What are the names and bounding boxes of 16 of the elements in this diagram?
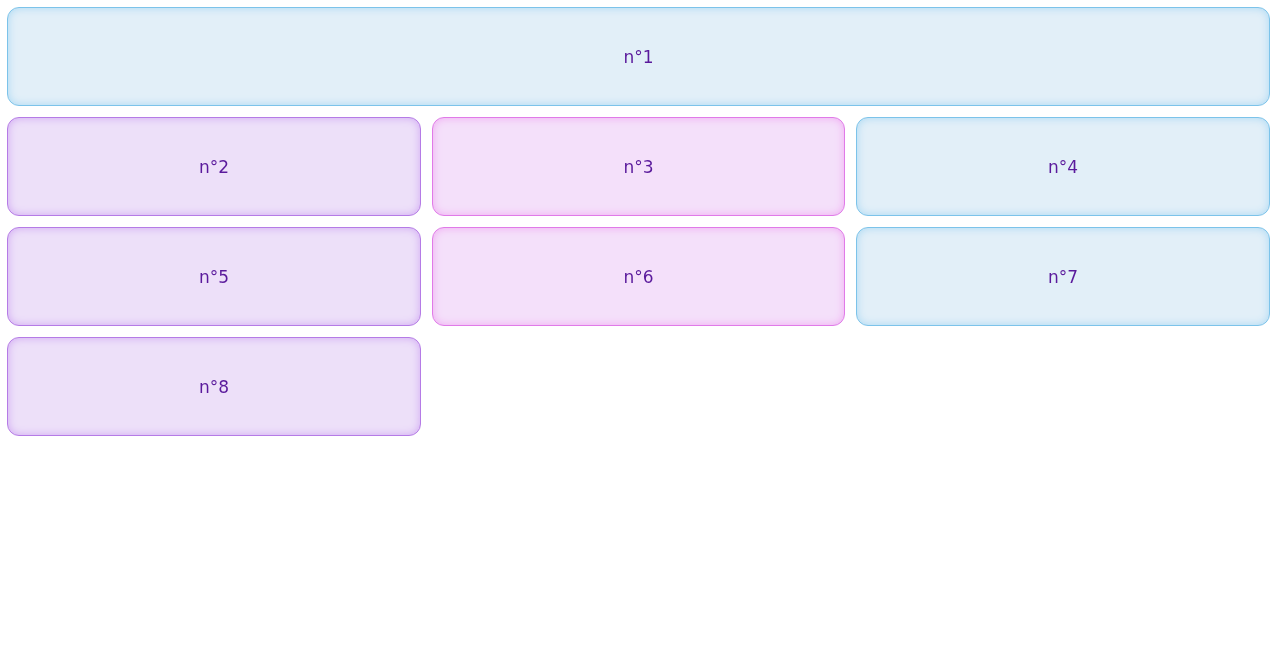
box-label: n°6 — [623, 266, 654, 287]
rounded-box — [432, 227, 845, 326]
box-label: n°8 — [198, 376, 230, 397]
box-label: n°7 — [1047, 266, 1079, 287]
rounded-box — [7, 7, 1270, 106]
box-label: n°1 — [623, 46, 654, 67]
rounded-box — [856, 227, 1270, 326]
rounded-box — [7, 337, 421, 436]
rounded-box — [432, 117, 845, 216]
rounded-box — [7, 227, 421, 326]
box-label: n°4 — [1047, 156, 1079, 177]
rounded-box — [856, 117, 1270, 216]
box-label: n°3 — [623, 156, 654, 177]
box-label: n°2 — [198, 156, 230, 177]
rounded-box — [7, 117, 421, 216]
box-label: n°5 — [198, 266, 230, 287]
